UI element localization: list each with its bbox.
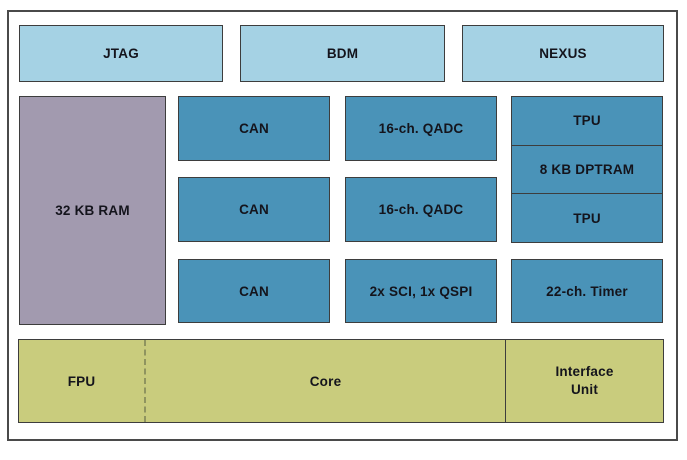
block-jtag-label: JTAG [103,46,139,61]
block-qadc-2: 16-ch. QADC [345,177,497,242]
block-fpu-label: FPU [67,373,96,389]
block-nexus-label: NEXUS [539,46,587,61]
block-can-1: CAN [178,96,330,161]
block-dptram-label: 8 KB DPTRAM [539,162,635,177]
block-sci-qspi: 2x SCI, 1x QSPI [345,259,497,323]
block-qadc-2-label: 16-ch. QADC [378,202,464,217]
block-can-3: CAN [178,259,330,323]
block-ram: 32 KB RAM [19,96,166,325]
block-tpu-b: TPU [512,193,662,242]
block-tpu-b-label: TPU [573,210,601,226]
block-core-label: Core [309,373,342,389]
block-tpu-a-label: TPU [573,113,601,129]
block-timer: 22-ch. Timer [511,259,663,323]
block-core: Core [146,340,505,422]
block-qadc-1: 16-ch. QADC [345,96,497,161]
block-jtag: JTAG [19,25,223,82]
block-bdm-label: BDM [326,46,359,61]
block-tpu-a: TPU [512,97,662,145]
block-dptram: 8 KB DPTRAM [512,144,662,194]
block-core-bar: FPU Core Interface Unit [18,339,664,423]
block-nexus: NEXUS [462,25,664,82]
block-ram-label: 32 KB RAM [55,203,130,218]
block-timer-label: 22-ch. Timer [546,283,628,299]
block-fpu: FPU [19,340,146,422]
block-can-1-label: CAN [239,121,269,136]
block-can-2: CAN [178,177,330,242]
block-tpu-stack: TPU 8 KB DPTRAM TPU [511,96,663,243]
block-interface-unit-label: Interface Unit [555,363,614,397]
block-sci-qspi-label: 2x SCI, 1x QSPI [369,283,473,299]
block-can-2-label: CAN [239,202,269,217]
block-interface-unit: Interface Unit [505,340,663,422]
block-bdm: BDM [240,25,445,82]
block-can-3-label: CAN [239,283,269,299]
block-qadc-1-label: 16-ch. QADC [378,121,464,136]
